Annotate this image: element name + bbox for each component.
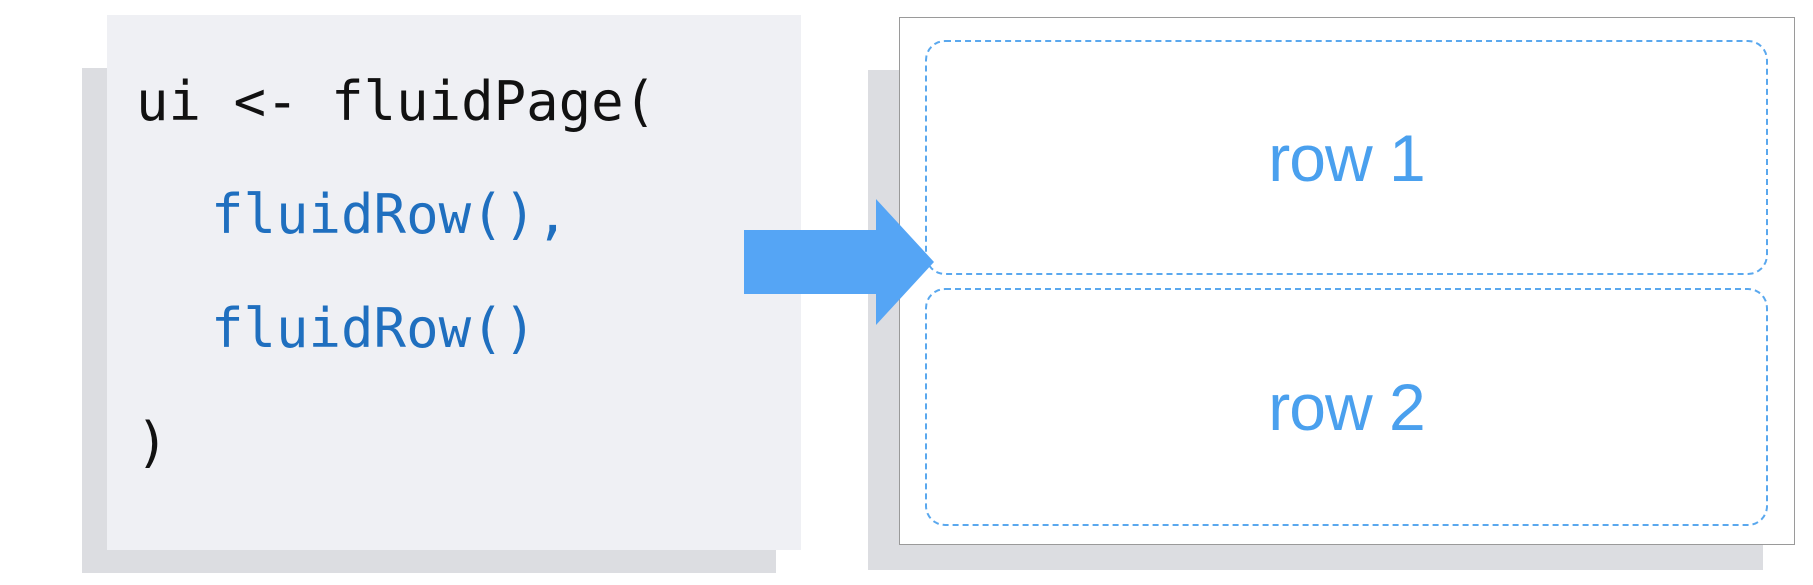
- row-box-1: row 1: [925, 40, 1768, 275]
- code-line-fluidpage: ui <- fluidPage(: [136, 70, 657, 133]
- arrow-shape: [744, 199, 934, 325]
- code-line-fluidrow-1: fluidRow(),: [211, 183, 569, 246]
- row-box-2: row 2: [925, 288, 1768, 526]
- row-label-1: row 1: [1268, 120, 1425, 195]
- code-line-fluidrow-2: fluidRow(): [211, 297, 537, 360]
- output-card: [899, 17, 1795, 545]
- code-card: [107, 15, 801, 550]
- row-label-2: row 2: [1268, 370, 1425, 444]
- code-line-close-paren: ): [136, 411, 169, 474]
- right-arrow-icon: [744, 199, 934, 325]
